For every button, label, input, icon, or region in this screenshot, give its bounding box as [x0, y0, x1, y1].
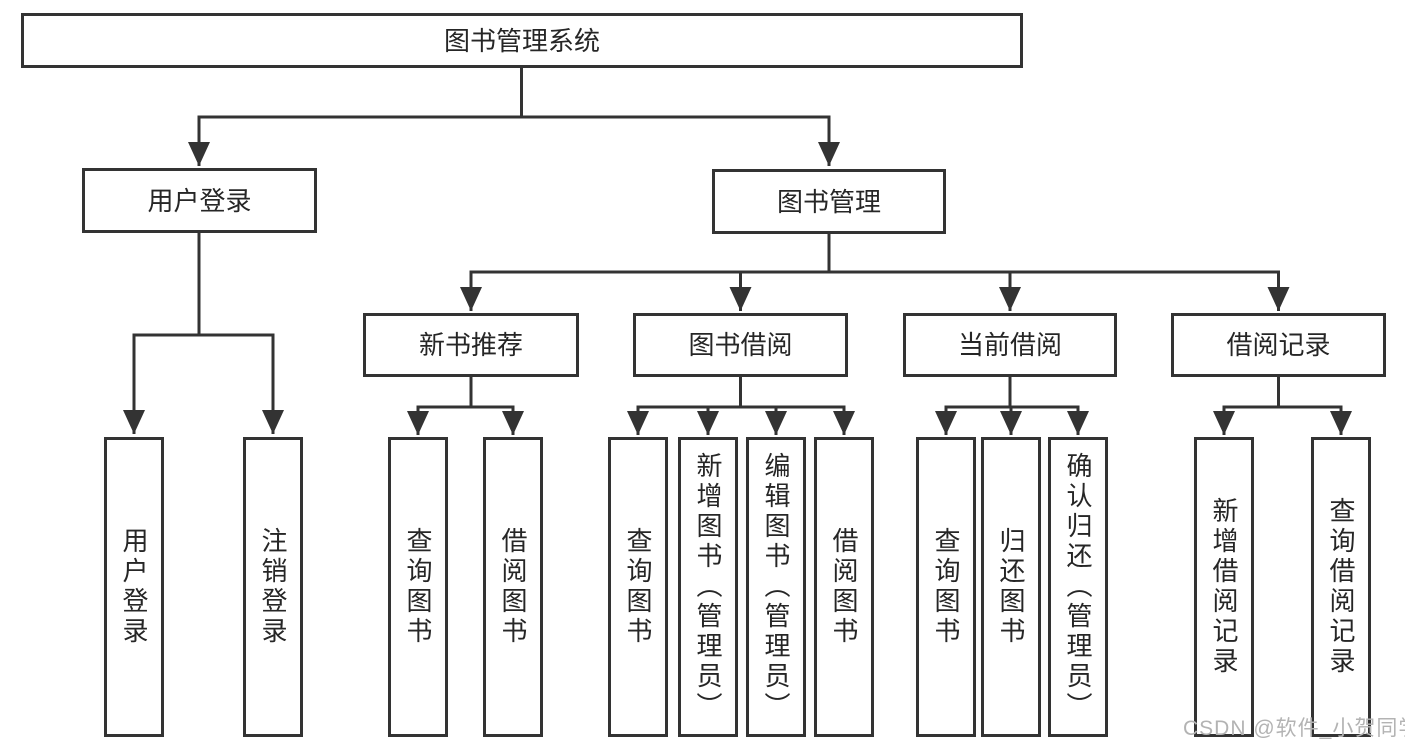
csdn-watermark: CSDN @软件_小贺同学	[1183, 717, 1405, 740]
node-root: 图书管理系统	[21, 13, 1023, 68]
leaf-newbook-query-books-label: 查询图书	[403, 527, 433, 647]
node-current-borrow-label: 当前借阅	[957, 330, 1062, 360]
leaf-records-query-record-label: 查询借阅记录	[1326, 497, 1356, 677]
node-borrow-records-label: 借阅记录	[1226, 330, 1331, 360]
leaf-borrow-add-books-admin-label: 新增图书（管理员）	[693, 452, 723, 722]
node-book-management-label: 图书管理	[776, 186, 881, 217]
node-borrow-records: 借阅记录	[1171, 313, 1386, 377]
node-user-login-label: 用户登录	[147, 185, 252, 216]
leaf-records-add-record: 新增借阅记录	[1194, 437, 1254, 737]
leaf-borrow-query-books-label: 查询图书	[623, 527, 653, 647]
leaf-records-add-record-label: 新增借阅记录	[1209, 497, 1239, 677]
leaf-borrow-edit-books-admin: 编辑图书（管理员）	[746, 437, 806, 737]
leaf-borrow-borrow-books: 借阅图书	[814, 437, 874, 737]
leaf-newbook-query-books: 查询图书	[388, 437, 448, 737]
node-current-borrow: 当前借阅	[903, 313, 1117, 377]
leaf-current-return-books: 归还图书	[981, 437, 1041, 737]
node-book-borrow: 图书借阅	[633, 313, 848, 377]
leaf-current-confirm-return-admin: 确认归还（管理员）	[1048, 437, 1108, 737]
leaf-current-return-books-label: 归还图书	[996, 527, 1026, 647]
leaf-borrow-add-books-admin: 新增图书（管理员）	[678, 437, 738, 737]
leaf-records-query-record: 查询借阅记录	[1311, 437, 1371, 737]
leaf-user-login: 用户登录	[104, 437, 164, 737]
node-root-label: 图书管理系统	[443, 25, 600, 56]
leaf-current-query-books: 查询图书	[916, 437, 976, 737]
node-user-login: 用户登录	[82, 168, 317, 233]
leaf-logout-label: 注销登录	[258, 527, 288, 647]
leaf-current-confirm-return-admin-label: 确认归还（管理员）	[1063, 452, 1093, 722]
node-book-borrow-label: 图书借阅	[688, 330, 793, 360]
node-book-management: 图书管理	[712, 169, 946, 234]
leaf-newbook-borrow-books: 借阅图书	[483, 437, 543, 737]
leaf-borrow-borrow-books-label: 借阅图书	[829, 527, 859, 647]
leaf-current-query-books-label: 查询图书	[931, 527, 961, 647]
leaf-borrow-edit-books-admin-label: 编辑图书（管理员）	[761, 452, 791, 722]
leaf-borrow-query-books: 查询图书	[608, 437, 668, 737]
leaf-newbook-borrow-books-label: 借阅图书	[498, 527, 528, 647]
node-new-book-recommend: 新书推荐	[363, 313, 579, 377]
leaf-logout: 注销登录	[243, 437, 303, 737]
node-new-book-recommend-label: 新书推荐	[418, 330, 523, 360]
leaf-user-login-label: 用户登录	[119, 527, 149, 647]
